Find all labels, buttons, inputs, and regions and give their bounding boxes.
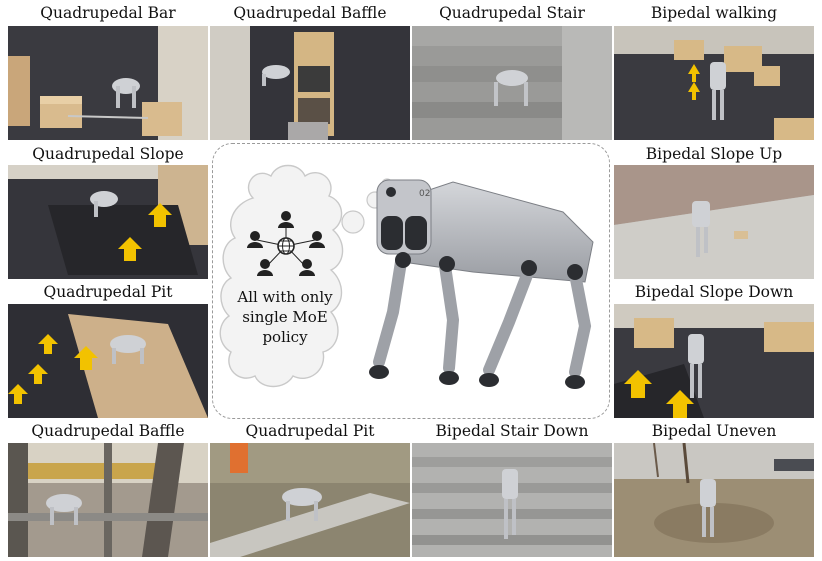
tile-caption: Bipedal walking — [650, 4, 778, 22]
tile-caption: Bipedal Slope Down — [634, 283, 794, 301]
tile-quad-stair: Quadrupedal Stair — [412, 4, 612, 140]
tile-caption: Quadrupedal Pit — [245, 422, 375, 440]
tile-quad-slope: Quadrupedal Slope — [8, 143, 208, 280]
tile-quad-pit-1: Quadrupedal Pit — [8, 282, 208, 419]
tile-photo — [8, 443, 208, 557]
center-panel: All with only single MoE policy 02 — [212, 143, 610, 419]
robot-label: 02 — [419, 189, 430, 199]
tile-quad-baffle-1: Quadrupedal Baffle — [210, 4, 410, 140]
tile-biped-slope-down: Bipedal Slope Down — [614, 282, 814, 419]
tile-photo — [614, 443, 814, 557]
thought-cloud — [219, 164, 344, 388]
robot-dog-image: 02 — [369, 179, 594, 389]
tile-quad-pit-2: Quadrupedal Pit — [210, 421, 410, 557]
tile-biped-uneven: Bipedal Uneven — [614, 421, 814, 557]
experts-network-icon — [247, 211, 325, 276]
tile-caption: Quadrupedal Stair — [439, 4, 585, 22]
tile-photo — [210, 26, 410, 140]
tile-biped-walking: Bipedal walking — [614, 4, 814, 140]
tile-caption: Quadrupedal Slope — [32, 145, 184, 163]
tile-caption: Bipedal Uneven — [651, 422, 777, 440]
tile-photo — [614, 304, 814, 418]
tile-caption: Quadrupedal Baffle — [233, 4, 387, 22]
tile-photo — [412, 443, 612, 557]
tile-photo — [210, 443, 410, 557]
tile-biped-slope-up: Bipedal Slope Up — [614, 143, 814, 280]
tile-quad-baffle-2: Quadrupedal Baffle — [8, 421, 208, 557]
tile-photo — [8, 26, 208, 140]
tile-caption: Bipedal Stair Down — [435, 422, 589, 440]
tile-biped-stair-down: Bipedal Stair Down — [412, 421, 612, 557]
tile-photo — [614, 26, 814, 140]
tile-photo — [412, 26, 612, 140]
tile-caption: Bipedal Slope Up — [645, 145, 783, 163]
tile-photo — [614, 165, 814, 279]
tile-quad-bar: Quadrupedal Bar — [8, 4, 208, 140]
tile-photo — [8, 304, 208, 418]
tile-caption: Quadrupedal Baffle — [31, 422, 185, 440]
thought-text: All with only single MoE policy — [237, 288, 333, 346]
tile-caption: Quadrupedal Bar — [40, 4, 176, 22]
tile-photo — [8, 165, 208, 279]
tile-caption: Quadrupedal Pit — [43, 283, 173, 301]
